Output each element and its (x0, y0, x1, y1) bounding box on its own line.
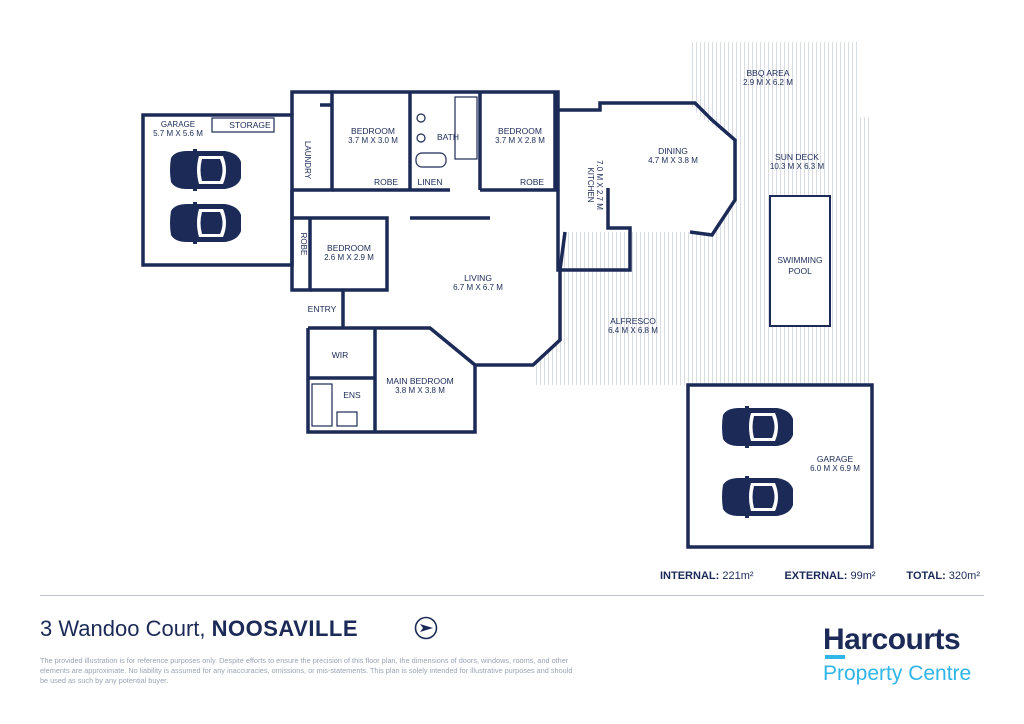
disclaimer: The provided illustration is for referen… (40, 656, 573, 685)
bbq-deck (690, 42, 857, 117)
area-totals: INTERNAL: 221m² EXTERNAL: 99m² TOTAL: 32… (660, 570, 980, 586)
compass-arrow-icon (414, 616, 438, 640)
main-bedroom-name: MAIN BEDROOM (386, 376, 454, 386)
agency-logo: Harcourts Property Centre (823, 624, 983, 688)
garage-1-name: GARAGE (161, 120, 195, 129)
kitchen-name: KITCHEN (586, 167, 595, 202)
main-bedroom-dims: 3.8 M X 3.8 M (395, 386, 445, 395)
external-area: EXTERNAL: 99m² (784, 570, 876, 582)
ens-label: ENS (343, 390, 361, 400)
garage-2-walls (686, 383, 874, 549)
storage-label: STORAGE (229, 120, 271, 130)
bedroom-3-name: BEDROOM (327, 243, 371, 253)
bath-label: BATH (437, 132, 459, 142)
car-icon (170, 149, 241, 191)
bedroom-3-dims: 2.6 M X 2.9 M (324, 253, 374, 262)
pool-label-2: POOL (788, 266, 812, 276)
living-dims: 6.7 M X 6.7 M (453, 283, 503, 292)
alfresco-name: ALFRESCO (610, 316, 656, 326)
entry-label: ENTRY (308, 304, 337, 314)
dining-name: DINING (658, 146, 688, 156)
total-area: TOTAL: 320m² (906, 570, 980, 582)
car-icon (722, 476, 793, 518)
kitchen-dims: 7.0 M X 2.7 M (595, 160, 604, 210)
street: 3 Wandoo Court, (40, 616, 206, 641)
agency-sub: Property Centre (823, 662, 972, 685)
internal-area: INTERNAL: 221m² (660, 570, 754, 582)
divider (40, 595, 984, 596)
living-name: LIVING (464, 273, 492, 283)
alfresco-dims: 6.4 M X 6.8 M (608, 326, 658, 335)
sun-deck-dims: 10.3 M X 6.3 M (770, 162, 825, 171)
bbq-dims: 2.9 M X 6.2 M (743, 78, 793, 87)
pool-label-1: SWIMMING (777, 255, 822, 265)
logo-accent-bar (825, 655, 845, 659)
dining-dims: 4.7 M X 3.8 M (648, 156, 698, 165)
sun-deck-name: SUN DECK (775, 152, 819, 162)
swimming-pool (769, 195, 831, 327)
bedroom-2-name: BEDROOM (498, 126, 542, 136)
agency-name: Harcourts (823, 623, 961, 656)
garage-1-dims: 5.7 M X 5.6 M (153, 129, 203, 138)
bedroom-1-dims: 3.7 M X 3.0 M (348, 136, 398, 145)
car-icon (722, 406, 793, 448)
wir-label: WIR (332, 350, 349, 360)
robe-1-label: ROBE (374, 177, 398, 187)
laundry-label: LAUNDRY (303, 141, 312, 180)
house-walls-north (290, 90, 334, 192)
garage-2-name: GARAGE (817, 454, 854, 464)
bbq-name: BBQ AREA (747, 68, 790, 78)
linen-label: LINEN (417, 177, 442, 187)
bedroom-1-name: BEDROOM (351, 126, 395, 136)
property-address: 3 Wandoo Court, NOOSAVILLE (40, 616, 358, 642)
robe-2-label: ROBE (520, 177, 544, 187)
suburb: NOOSAVILLE (211, 616, 359, 641)
garage-2-dims: 6.0 M X 6.9 M (810, 464, 860, 473)
car-icon (170, 202, 241, 244)
bedroom-2-dims: 3.7 M X 2.8 M (495, 136, 545, 145)
robe-3-label: ROBE (299, 233, 308, 256)
